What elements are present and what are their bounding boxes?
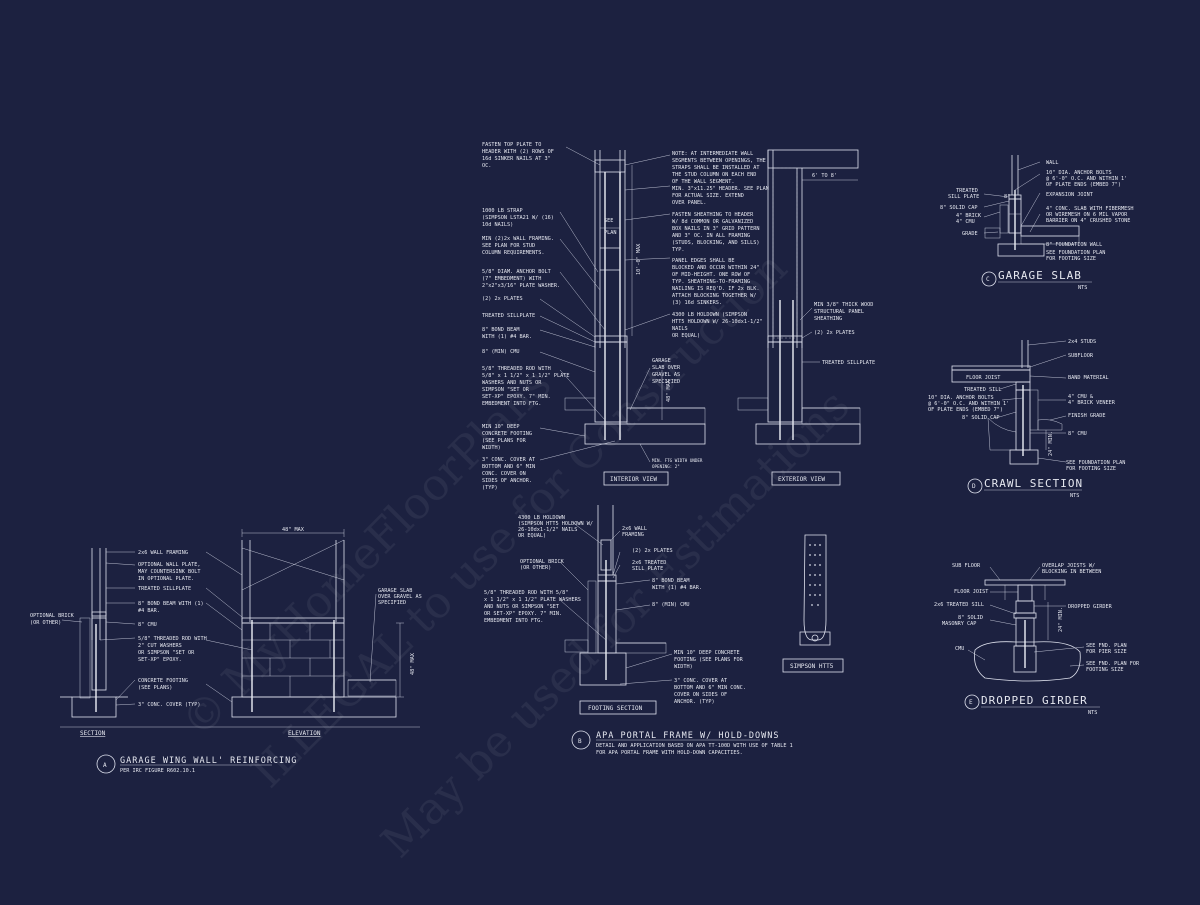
detail-b-ftg-left-notes: 4300 LB HOLDOWN (SIMPSON HTT5 HOLDOWN W/… <box>484 515 596 624</box>
detail-a-section-view <box>60 548 128 718</box>
detail-a-title: GARAGE WING WALL' REINFORCING <box>120 756 297 766</box>
detail-c-marker: C <box>986 276 990 283</box>
detail-b-desc-2: FOR APA PORTAL FRAME WITH HOLD-DOWN CAPA… <box>596 750 743 756</box>
detail-b-ext-notes: MIN 3/8" THICK WOOD STRUCTURAL PANEL SHE… <box>814 302 876 366</box>
min-ftg-note: MIN. FTG WIDTH UNDER OPENING: 2" <box>652 458 705 469</box>
simpson-label-box <box>782 658 844 673</box>
detail-a-marker-circle <box>96 754 116 774</box>
detail-e-title: DROPPED GIRDER <box>981 694 1088 707</box>
detail-b-marker: B <box>578 738 582 745</box>
interior-view-label: INTERIOR VIEW <box>610 476 657 483</box>
garage-slab-note: GARAGE SLAB OVER GRAVEL AS SPECIFIED <box>652 358 683 385</box>
detail-c-notes-right: WALL 10" DIA. ANCHOR BOLTS @ 6'-0" O.C. … <box>1046 160 1137 262</box>
detail-b-interior-view: SEE PLAN 10'-0" MAX 48" MAX <box>482 142 772 491</box>
detail-b-desc-1: DETAIL AND APPLICATION BASED ON APA TT-1… <box>596 743 793 749</box>
dim-see-plan: SEE PLAN <box>604 218 617 236</box>
detail-d-nts: NTS <box>1070 493 1079 499</box>
detail-e-marker: E <box>969 699 973 706</box>
detail-d-crawl-section: 24" MIN. FLOOR JOIST TREATED SILL 10" DI… <box>928 339 1128 499</box>
detail-b-marker-circle <box>571 730 591 750</box>
note-optional-brick: OPTIONAL BRICK <box>30 613 75 619</box>
detail-e-notes-right: OVERLAP JOISTS W/ BLOCKING IN BETWEEN DR… <box>1042 563 1142 673</box>
detail-c-title: GARAGE SLAB <box>998 269 1082 282</box>
interior-view-label-box <box>603 471 669 486</box>
detail-e-notes-left: SUB FLOOR FLOOR JOIST 2x6 TREATED SILL 8… <box>934 563 991 652</box>
detail-e-marker-circle <box>964 694 980 710</box>
dim-height: 10'-0" MAX <box>636 243 642 275</box>
detail-d-notes-left: FLOOR JOIST TREATED SILL 10" DIA. ANCHOR… <box>928 375 1012 421</box>
exterior-view-label-box <box>771 471 841 486</box>
detail-a-notes-left: OPTIONAL BRICK (OR OTHER) <box>30 613 77 626</box>
note-or-other: (OR OTHER) <box>30 620 61 626</box>
detail-c-garage-slab: 8" TREATED SILL PLATE 8" SOLID CAP 4" BR… <box>940 155 1137 291</box>
detail-a-garage-wing-wall: 48" MAX 48" MAX OPTIONAL BRICK <box>30 527 425 774</box>
dim-48: 48" MAX <box>666 379 672 402</box>
detail-c-marker-circle <box>981 271 997 287</box>
detail-b-left-notes: FASTEN TOP PLATE TO HEADER WITH (2) ROWS… <box>482 142 573 491</box>
detail-b-ftg-bottom-notes: MIN 10" DEEP CONCRETE FOOTING (SEE PLANS… <box>674 650 749 705</box>
detail-b-mid-notes: NOTE: AT INTERMEDIATE WALL SEGMENTS BETW… <box>672 151 772 339</box>
detail-a-dim-top: 48" MAX <box>282 527 305 533</box>
detail-a-elevation-label: ELEVATION <box>288 730 321 737</box>
simpson-htt5-holdown: SIMPSON HTT5 <box>782 534 844 673</box>
detail-a-notes: 2x6 WALL FRAMING OPTIONAL WALL PLATE, MA… <box>138 550 210 708</box>
detail-b-title: APA PORTAL FRAME W/ HOLD-DOWNS <box>596 731 780 741</box>
detail-d-notes-right: 2x4 STUDS SUBFLOOR BAND MATERIAL 4" CMU … <box>1066 339 1128 472</box>
detail-d-title: CRAWL SECTION <box>984 477 1083 490</box>
footing-section-label: FOOTING SECTION <box>588 705 643 712</box>
detail-c-notes-left: TREATED SILL PLATE 8" SOLID CAP 4" BRICK… <box>940 188 984 237</box>
detail-a-section-label: SECTION <box>80 730 106 737</box>
detail-b-exterior-view: 6' TO 8' MIN 3/8" THICK WOOD STRUCTURAL … <box>737 149 876 486</box>
detail-d-marker-circle <box>967 478 983 494</box>
detail-a-elevation-view: 48" MAX 48" MAX <box>231 527 416 718</box>
detail-d-dim: 24" MIN. <box>1048 431 1054 456</box>
detail-a-subtitle: PER IRC FIGURE R602.10.1 <box>120 768 195 774</box>
dim-6-to-8: 6' TO 8' <box>812 173 837 179</box>
footing-section-label-box <box>579 700 657 715</box>
exterior-view-label: EXTERIOR VIEW <box>778 476 825 483</box>
detail-e-dim: 24" MIN. <box>1058 607 1064 632</box>
detail-b-title-block: B APA PORTAL FRAME W/ HOLD-DOWNS DETAIL … <box>571 730 793 756</box>
detail-a-leaders <box>61 551 377 706</box>
detail-a-dim-side: 48" MAX <box>410 652 416 675</box>
detail-d-marker: D <box>972 483 976 490</box>
detail-a-marker: A <box>103 762 107 769</box>
detail-e-dropped-girder: 24" MIN. SUB FLOOR FLOOR JOIST 2x6 TREAT… <box>934 563 1142 716</box>
simpson-label: SIMPSON HTT5 <box>790 663 834 670</box>
detail-c-nts: NTS <box>1078 285 1087 291</box>
detail-e-nts: NTS <box>1088 710 1097 716</box>
detail-b-ftg-right-notes: 2x6 WALL FRAMING (2) 2x PLATES 2x6 TREAT… <box>622 526 705 608</box>
detail-b-footing-section: 4300 LB HOLDOWN (SIMPSON HTT5 HOLDOWN W/… <box>484 505 749 715</box>
detail-a-notes-right: GARAGE SLAB OVER GRAVEL AS SPECIFIED <box>378 588 425 606</box>
